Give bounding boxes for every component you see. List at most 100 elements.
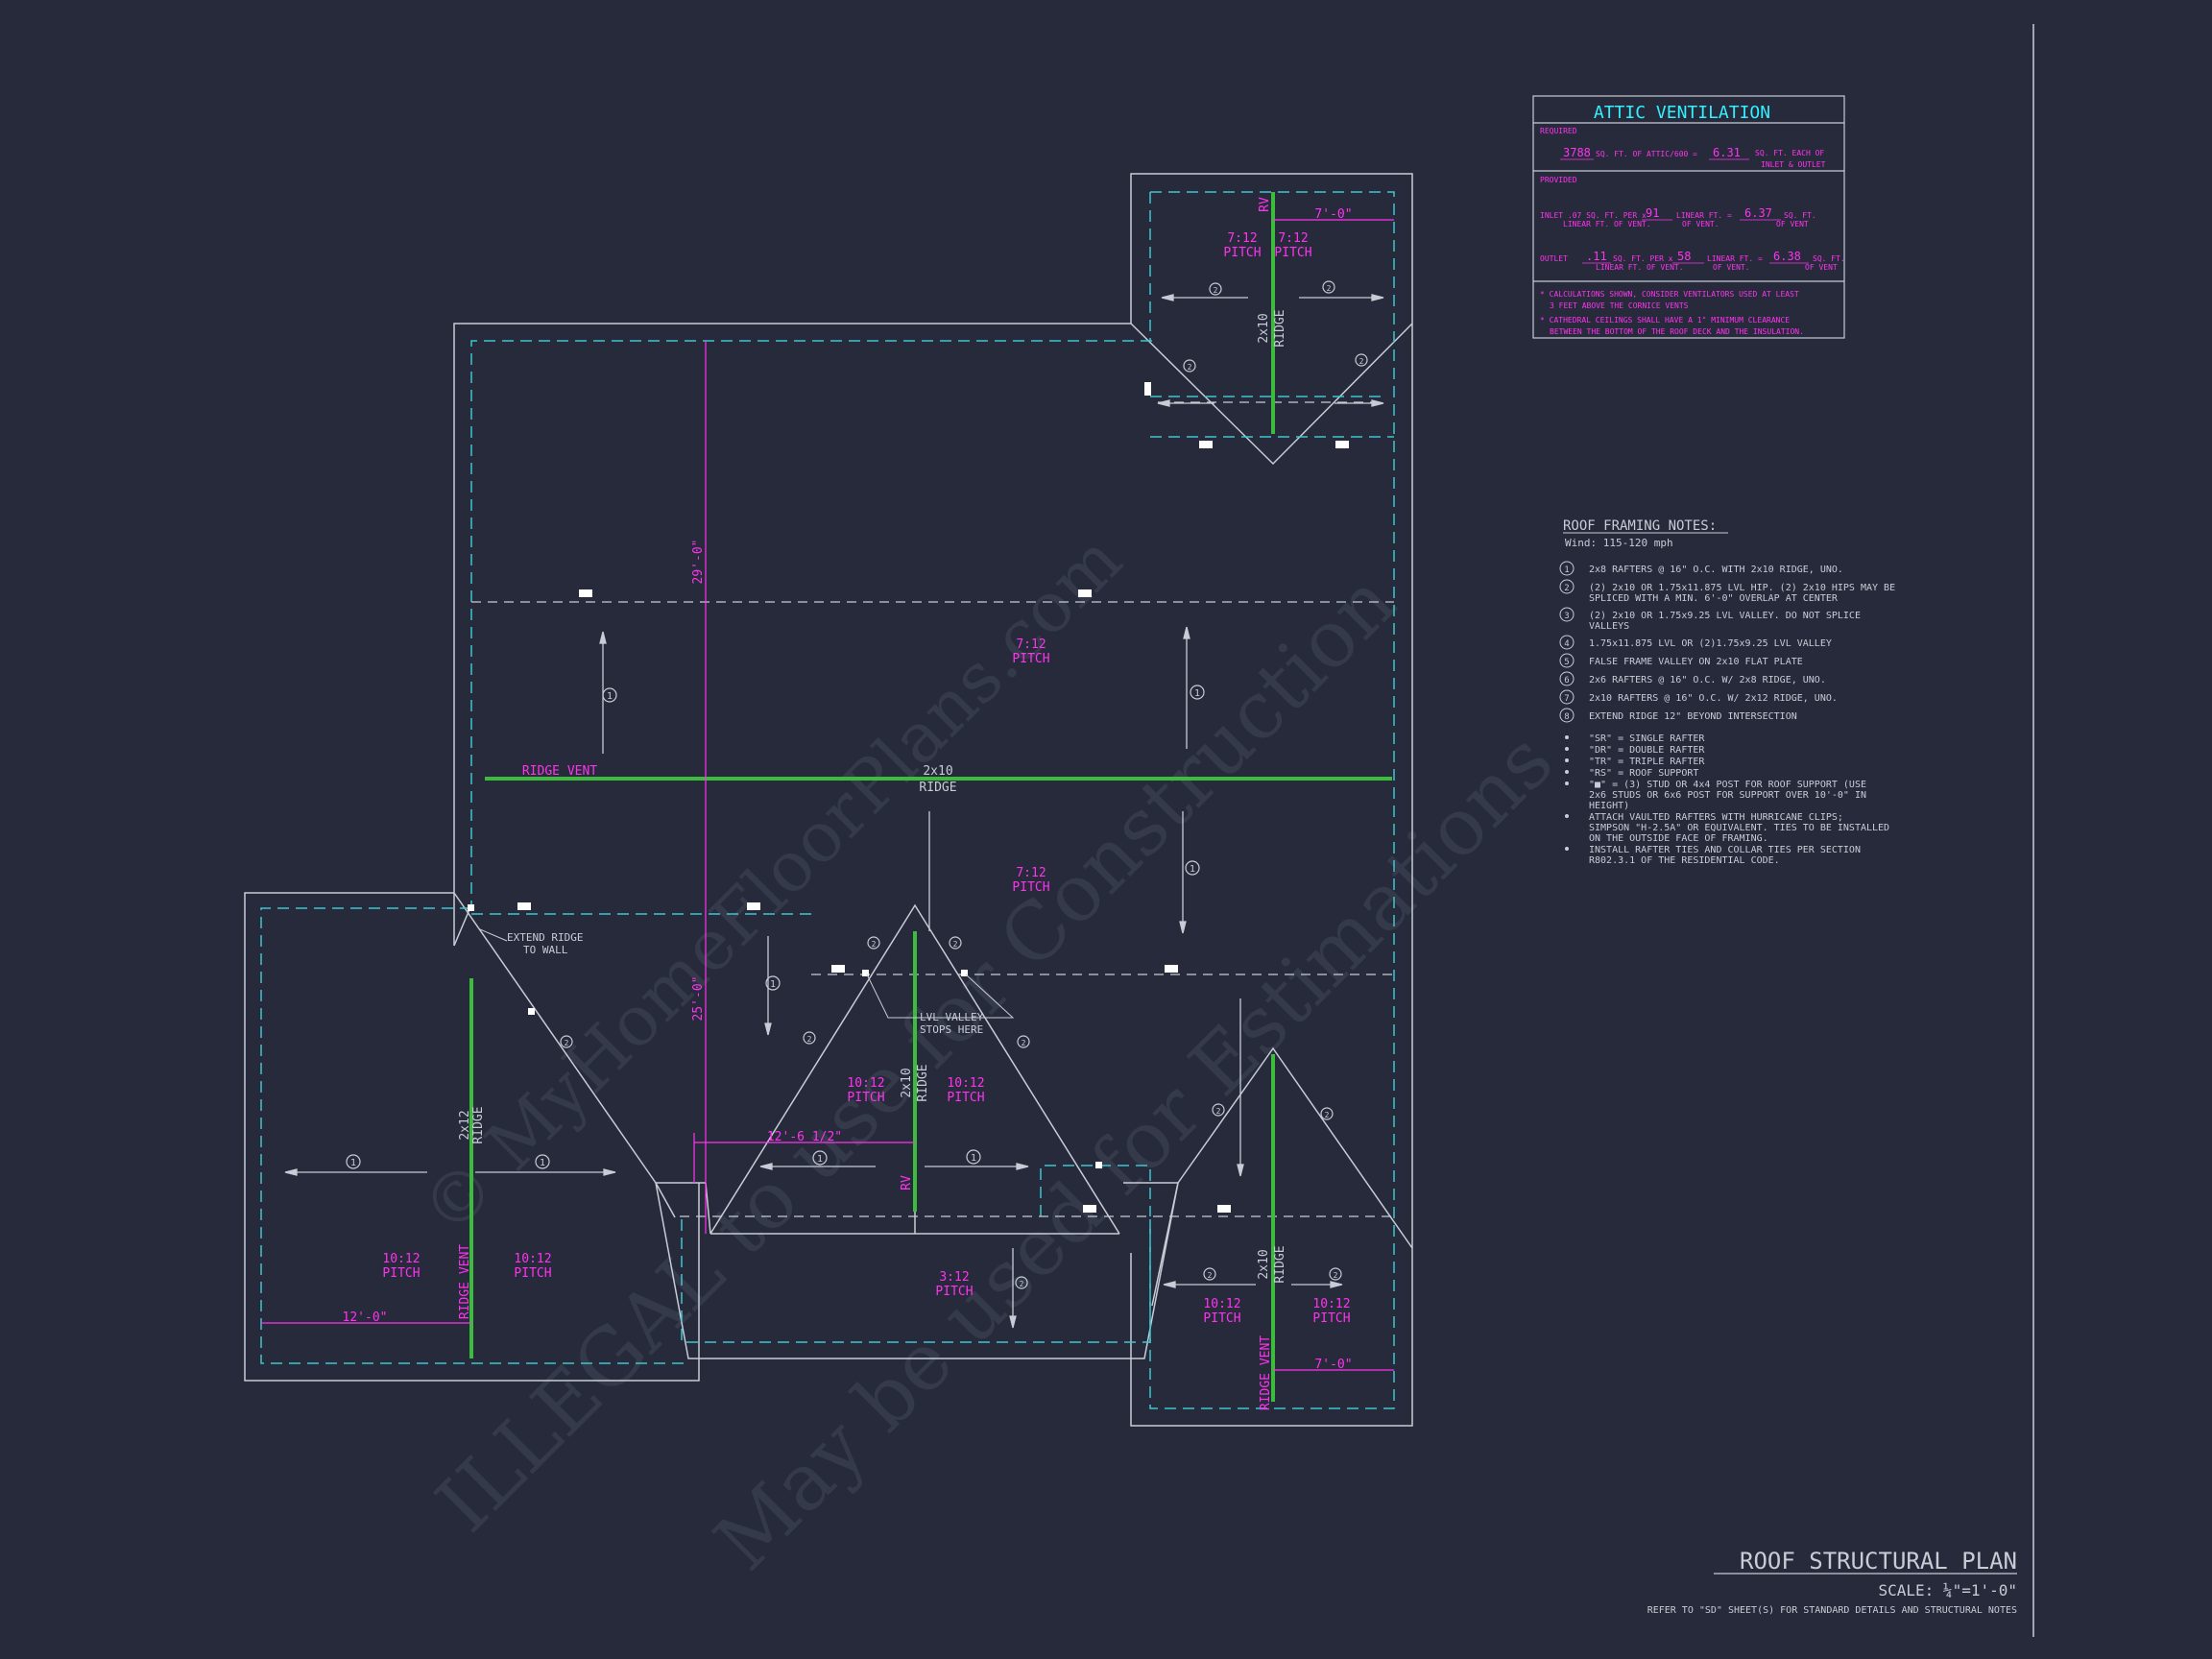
ridge-size-se: 2x10 bbox=[1257, 1249, 1271, 1279]
svg-text:1: 1 bbox=[607, 691, 613, 702]
svg-text:58: 58 bbox=[1677, 250, 1691, 263]
bullet-dot bbox=[1565, 758, 1569, 762]
svg-text:2: 2 bbox=[1020, 1280, 1024, 1288]
note-number: 7 bbox=[1564, 694, 1569, 704]
svg-text:SQ. FT. EACH OF: SQ. FT. EACH OF bbox=[1755, 149, 1824, 157]
svg-text:SQ. FT. PER x: SQ. FT. PER x bbox=[1613, 254, 1673, 263]
drawing-title: ROOF STRUCTURAL PLAN bbox=[1740, 1548, 2017, 1575]
ridge-vent-label-se: RIDGE VENT bbox=[1259, 1335, 1273, 1410]
svg-text:PITCH: PITCH bbox=[382, 1266, 420, 1281]
bullet-text: ON THE OUTSIDE FACE OF FRAMING. bbox=[1589, 833, 1768, 844]
dimension-25ft: 25'-0" bbox=[691, 976, 706, 1022]
pitch-label-main-north: 7:12 bbox=[1016, 637, 1046, 652]
lvl-valley-note-2: STOPS HERE bbox=[920, 1023, 983, 1036]
svg-text:2: 2 bbox=[807, 1035, 812, 1044]
ridge-label-ne: RIDGE bbox=[1273, 309, 1287, 347]
ridge-label-center: RIDGE bbox=[916, 1064, 930, 1101]
bullet-text: 2x6 STUDS OR 6x6 POST FOR SUPPORT OVER 1… bbox=[1589, 790, 1866, 801]
svg-text:2: 2 bbox=[953, 940, 958, 949]
svg-text:SQ. FT.: SQ. FT. bbox=[1784, 211, 1816, 220]
ridge-vent-label-main: RIDGE VENT bbox=[522, 764, 597, 779]
bullet-text: INSTALL RAFTER TIES AND COLLAR TIES PER … bbox=[1589, 845, 1861, 855]
svg-text:.11: .11 bbox=[1586, 250, 1607, 263]
note-text: VALLEYS bbox=[1589, 621, 1629, 632]
pitch-label-se-left: 10:12 bbox=[1203, 1297, 1240, 1311]
leader-lines bbox=[479, 928, 1015, 1019]
ridge-vent-label-west: RIDGE VENT bbox=[458, 1244, 472, 1319]
callout-tag-numbers: 1 1 1 1 1 1 1 1 2 2 2 2 2 2 2 2 2 2 2 2 … bbox=[350, 284, 1364, 1288]
note-number-circle bbox=[1559, 635, 1575, 650]
svg-text:1: 1 bbox=[770, 979, 776, 990]
svg-text:PITCH: PITCH bbox=[947, 1091, 984, 1105]
svg-text:1: 1 bbox=[971, 1153, 976, 1164]
roof-outline bbox=[244, 173, 1413, 1427]
svg-text:PITCH: PITCH bbox=[847, 1091, 884, 1105]
note-number-circle bbox=[1559, 607, 1575, 622]
bullet-text: "SR" = SINGLE RAFTER bbox=[1589, 733, 1705, 744]
svg-text:LINEAR FT. OF VENT.: LINEAR FT. OF VENT. bbox=[1596, 263, 1684, 272]
bullet-text: R802.3.1 OF THE RESIDENTIAL CODE. bbox=[1589, 855, 1780, 866]
bullet-dot bbox=[1565, 747, 1569, 751]
note-text: SPLICED WITH A MIN. 6'-0" OVERLAP AT CEN… bbox=[1589, 593, 1839, 604]
ridge-size-ne: 2x10 bbox=[1257, 313, 1271, 343]
note-number-circle bbox=[1559, 689, 1575, 705]
svg-text:6.31: 6.31 bbox=[1713, 146, 1741, 159]
extend-ridge-note-1: EXTEND RIDGE bbox=[507, 931, 583, 944]
svg-text:PITCH: PITCH bbox=[514, 1266, 551, 1281]
svg-text:6.38: 6.38 bbox=[1773, 250, 1801, 263]
note-number: 6 bbox=[1564, 676, 1569, 685]
svg-text:2: 2 bbox=[1216, 1107, 1221, 1116]
svg-text:PITCH: PITCH bbox=[1203, 1311, 1240, 1326]
svg-text:PITCH: PITCH bbox=[1312, 1311, 1350, 1326]
svg-text:1: 1 bbox=[1190, 864, 1195, 875]
note-number-circle bbox=[1559, 579, 1575, 594]
bullet-text: HEIGHT) bbox=[1589, 801, 1629, 811]
dimension-12ft-6: 12'-6 1/2" bbox=[767, 1130, 842, 1144]
svg-text:OUTLET: OUTLET bbox=[1540, 254, 1568, 263]
svg-text:2: 2 bbox=[1327, 284, 1332, 293]
svg-text:2: 2 bbox=[1325, 1111, 1330, 1119]
pitch-label-west-right: 10:12 bbox=[514, 1252, 551, 1266]
svg-text:BETWEEN THE BOTTOM OF THE ROOF: BETWEEN THE BOTTOM OF THE ROOF DECK AND … bbox=[1550, 327, 1804, 336]
bullet-dot bbox=[1565, 770, 1569, 774]
notes-title: ROOF FRAMING NOTES: bbox=[1563, 518, 1717, 534]
note-text: 1.75x11.875 LVL OR (2)1.75x9.25 LVL VALL… bbox=[1589, 638, 1832, 649]
svg-text:PITCH: PITCH bbox=[935, 1285, 973, 1299]
bullet-dot bbox=[1565, 847, 1569, 851]
dimension-7ft-south: 7'-0" bbox=[1314, 1358, 1352, 1372]
svg-text:* CALCULATIONS SHOWN, CONSIDER: * CALCULATIONS SHOWN, CONSIDER VENTILATO… bbox=[1540, 290, 1799, 299]
note-text: (2) 2x10 OR 1.75x9.25 LVL VALLEY. DO NOT… bbox=[1589, 611, 1861, 621]
callout-tags bbox=[346, 280, 1368, 1289]
note-text: 2x8 RAFTERS @ 16" O.C. WITH 2x10 RIDGE, … bbox=[1589, 565, 1843, 575]
note-text: EXTEND RIDGE 12" BEYOND INTERSECTION bbox=[1589, 711, 1797, 722]
svg-text:2: 2 bbox=[1214, 286, 1218, 295]
pitch-label-ne-left: 7:12 bbox=[1227, 231, 1257, 246]
notes-wind: Wind: 115-120 mph bbox=[1565, 537, 1673, 549]
bullet-dot bbox=[1565, 814, 1569, 818]
svg-text:* CATHEDRAL CEILINGS SHALL HAV: * CATHEDRAL CEILINGS SHALL HAVE A 1" MIN… bbox=[1540, 316, 1790, 325]
note-number-circle bbox=[1559, 653, 1575, 668]
bullet-text: "TR" = TRIPLE RAFTER bbox=[1589, 757, 1705, 767]
ridge-label-se: RIDGE bbox=[1273, 1245, 1287, 1283]
svg-text:REQUIRED: REQUIRED bbox=[1540, 127, 1577, 135]
svg-text:1: 1 bbox=[350, 1158, 356, 1168]
note-number: 5 bbox=[1564, 658, 1569, 667]
svg-text:3788: 3788 bbox=[1563, 146, 1591, 159]
extend-ridge-note-2: TO WALL bbox=[523, 944, 568, 956]
svg-text:SQ. FT.: SQ. FT. bbox=[1813, 254, 1845, 263]
note-text: 2x6 RAFTERS @ 16" O.C. W/ 2x8 RIDGE, UNO… bbox=[1589, 675, 1826, 685]
svg-text:LINEAR FT. OF VENT.: LINEAR FT. OF VENT. bbox=[1563, 220, 1651, 228]
dashed-wall-lines bbox=[260, 191, 1395, 1409]
svg-text:OF VENT: OF VENT bbox=[1805, 263, 1838, 272]
svg-text:2: 2 bbox=[1334, 1271, 1338, 1280]
dimension-29ft: 29'-0" bbox=[691, 540, 706, 585]
title-block: ROOF STRUCTURAL PLAN SCALE: ¼"=1'-0" REF… bbox=[1647, 1548, 2017, 1616]
pitch-label-center-low: 3:12 bbox=[939, 1270, 969, 1285]
svg-text:2: 2 bbox=[1208, 1271, 1213, 1280]
ridge-label-west: RIDGE bbox=[471, 1106, 486, 1143]
svg-text:1: 1 bbox=[817, 1154, 823, 1165]
svg-text:LINEAR FT. =: LINEAR FT. = bbox=[1707, 254, 1763, 263]
svg-text:2: 2 bbox=[1188, 363, 1192, 372]
svg-text:PITCH: PITCH bbox=[1012, 652, 1049, 666]
